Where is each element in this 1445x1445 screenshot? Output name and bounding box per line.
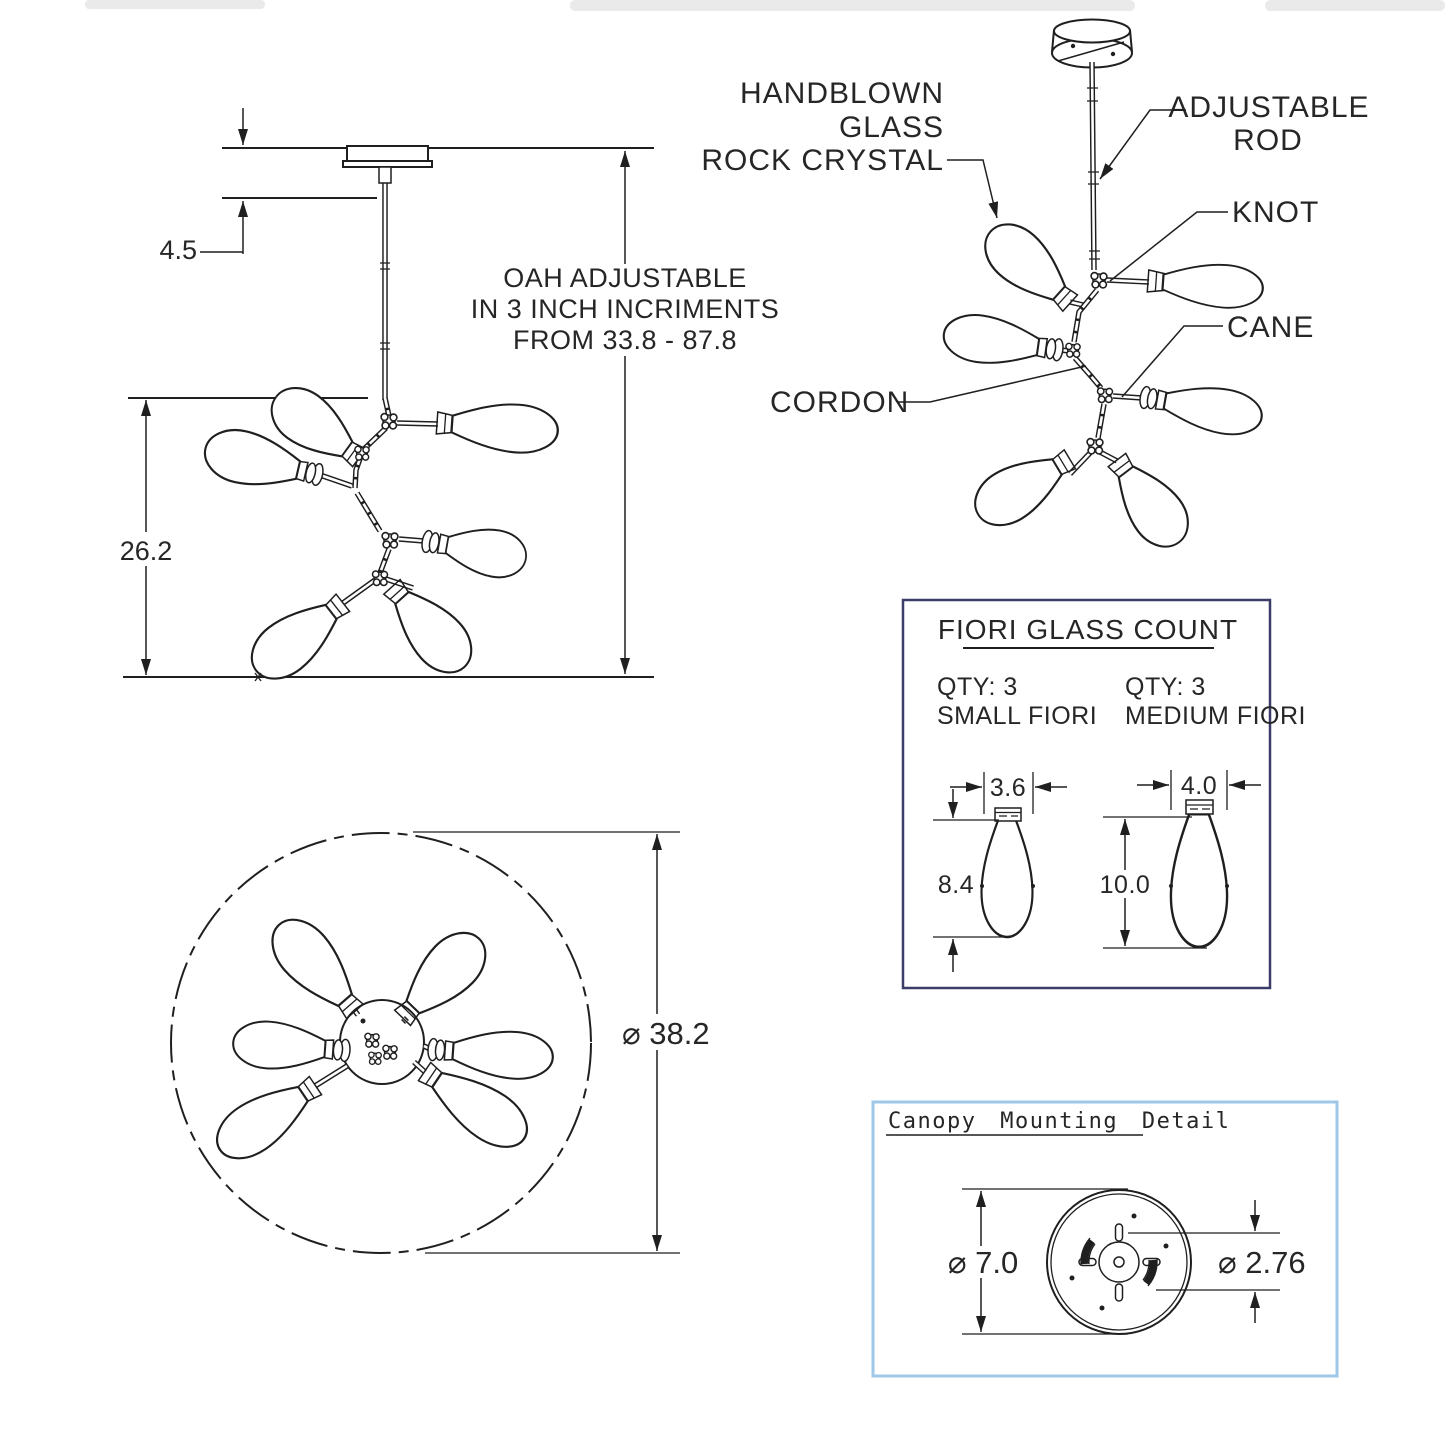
label-rod-line1: ADJUSTABLE [1168,91,1369,124]
medium-fiori-width: 4.0 [1181,772,1217,800]
callout-knot: KNOT [1109,196,1319,282]
label-cordon: CORDON [770,386,909,419]
small-fiori-drawing: 3.6 8.4 [933,772,1067,972]
small-fiori-height: 8.4 [938,871,974,899]
plan-diameter-value: ⌀ 38.2 [622,1016,710,1051]
panel-title: FIORI GLASS COUNT [938,614,1238,645]
dimension-oah: OAH ADJUSTABLE IN 3 INCH INCRIMENTS FROM… [471,151,780,674]
oah-note-line1: OAH ADJUSTABLE [503,263,747,293]
canopy-detail-drawing [1046,1189,1192,1335]
plan-view: ⌀ 38.2 [170,831,710,1254]
fiori-glass [205,1072,323,1172]
baseline-marker [253,672,263,682]
labeled-view: HANDBLOWN GLASS ROCK CRYSTAL ADJUSTABLE … [701,18,1369,559]
leader-line [947,159,999,219]
panel-title: Canopy Mounting Detail [888,1109,1230,1134]
rod-side [378,166,392,400]
leader-line [898,365,1087,403]
label-glass-line1: HANDBLOWN [740,77,944,110]
branch-arms-3d [1059,277,1150,476]
label-glass-line3: ROCK CRYSTAL [701,144,944,177]
dimension-7-0: ⌀ 7.0 [946,1188,1128,1335]
oah-note-line2: IN 3 INCH INCRIMENTS [471,294,780,324]
swing-diameter-circle [170,832,592,1254]
fiori-glass [1146,259,1266,312]
small-fiori-width: 3.6 [990,774,1026,802]
medium-fiori-height: 10.0 [1100,871,1151,899]
dimension-4-5: 4.5 [159,108,248,265]
canopy-mounting-panel: Canopy Mounting Detail [871,1100,1339,1378]
leader-line [1121,325,1223,398]
oah-note-line3: FROM 33.8 - 87.8 [513,325,737,355]
fiori-glass [972,211,1079,314]
canopy-3d [1051,18,1133,69]
canopy-mount-diameter: ⌀ 2.76 [1218,1245,1306,1280]
dimension-2-76: ⌀ 2.76 [1128,1200,1306,1323]
fiori-glass [1137,378,1267,441]
callout-adjustable-rod: ADJUSTABLE ROD [1099,91,1369,180]
canopy-side [342,145,433,168]
fiori-glass [239,590,351,693]
fiori-glass-count-panel: FIORI GLASS COUNT QTY: 3 SMALL FIORI QTY… [901,598,1306,990]
small-fiori-qty: QTY: 3 [937,673,1018,701]
panel-border [901,598,1272,990]
medium-fiori-qty: QTY: 3 [1125,673,1206,701]
fiori-glass [381,578,485,686]
dimension-26-2: 26.2 [112,400,180,675]
canopy-outer-diameter: ⌀ 7.0 [948,1245,1018,1280]
dim-top-offset-value: 4.5 [159,235,197,265]
label-cane: CANE [1227,311,1314,344]
fiori-glass [419,520,531,583]
fiori-glass [939,309,1066,372]
fiori-glass [435,398,561,457]
small-fiori-name: SMALL FIORI [937,702,1097,730]
dimension-38-2: ⌀ 38.2 [413,831,710,1254]
fiori-glass-3d-group [939,211,1267,559]
label-glass-line2: GLASS [839,111,944,144]
callout-cordon: CORDON [770,365,1087,419]
callout-handblown-glass: HANDBLOWN GLASS ROCK CRYSTAL [701,77,999,219]
medium-fiori-drawing: 4.0 10.0 [1096,770,1261,949]
fiori-glass [963,443,1077,538]
leader-line [1099,109,1186,180]
fiori-glass [1104,452,1201,559]
label-rod-line2: ROD [1233,124,1303,157]
dim-body-height-value: 26.2 [120,536,173,566]
medium-fiori-name: MEDIUM FIORI [1125,702,1306,730]
leader-line [1109,211,1228,282]
fiori-glass [230,1018,352,1074]
callout-cane: CANE [1121,311,1314,398]
branch-stems-3d [1071,288,1107,439]
side-view-dimensioned: 4.5 OAH ADJUSTABLE IN 3 INCH INCRIMENTS … [112,108,780,693]
panel-border [871,1100,1339,1378]
rod-3d [1087,61,1100,271]
label-knot: KNOT [1232,196,1319,229]
fiori-glass-side-group [198,375,561,693]
top-edge-artifacts [85,0,1445,11]
